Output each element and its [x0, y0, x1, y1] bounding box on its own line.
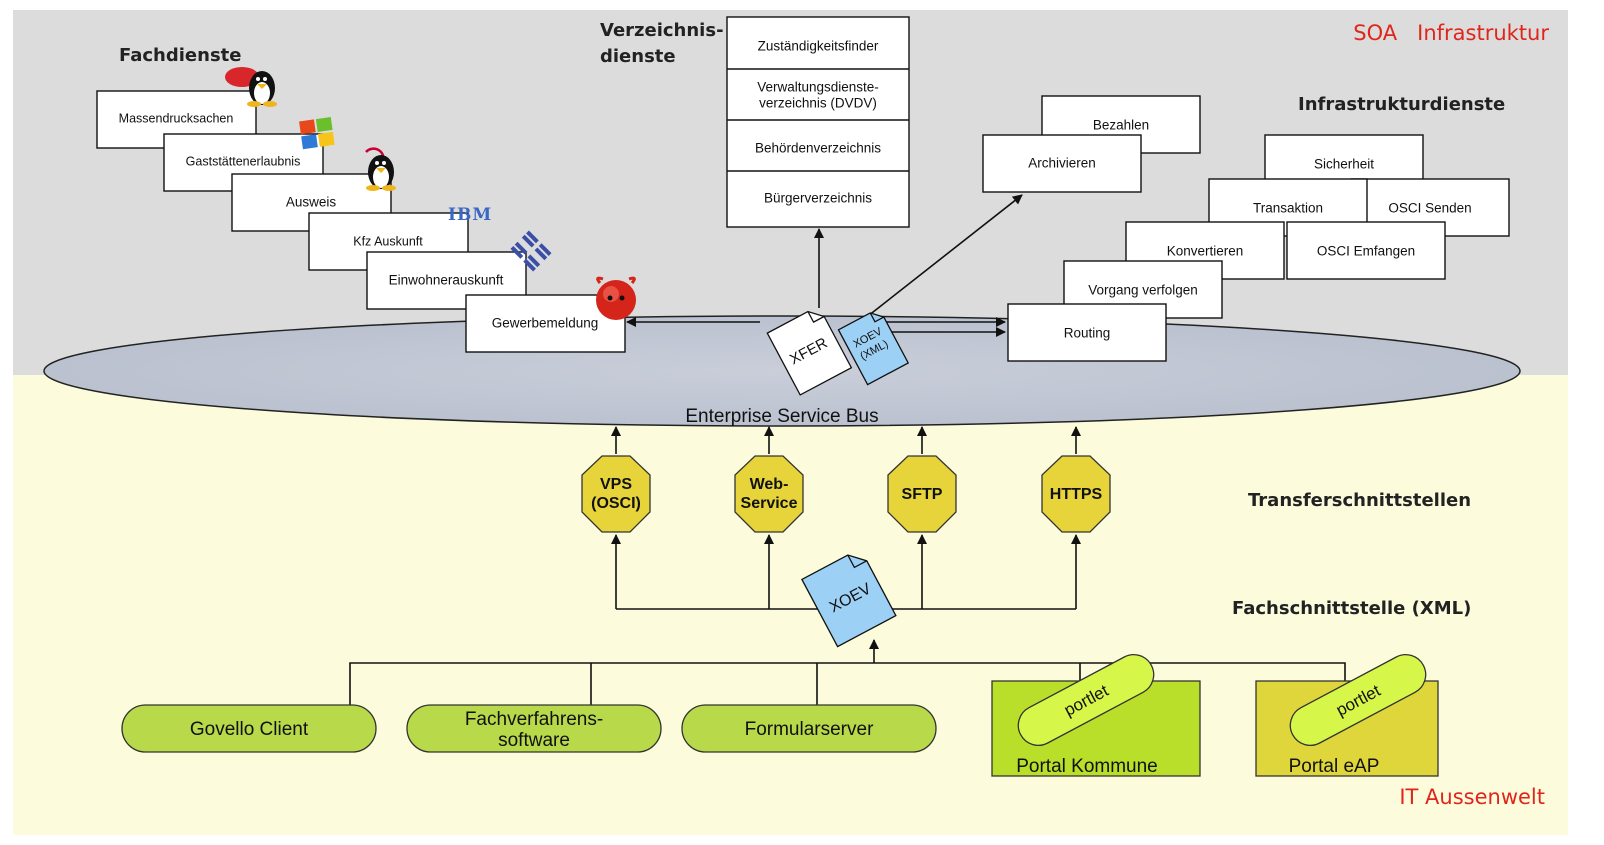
verzeichnisdienste-stack	[726, 16, 910, 228]
client-formularserver[interactable]: Formularserver	[681, 704, 937, 753]
infrastruktur-heading: Infrastrukturdienste	[1298, 94, 1505, 115]
fachverfahren-line2: software	[498, 730, 570, 751]
fachverfahren-line1: Fachverfahrens-	[465, 709, 603, 730]
windows-icon	[299, 117, 335, 150]
gaststaettenerlaubnis-label: Gaststättenerlaubnis	[186, 154, 301, 168]
gewerbemeldung-label: Gewerbemeldung	[492, 316, 599, 331]
routing-label: Routing	[1064, 326, 1111, 341]
sun-logo-icon	[510, 230, 552, 272]
transfer-web-service[interactable]: Web- Service	[734, 455, 804, 533]
vorgang-label: Vorgang verfolgen	[1088, 283, 1198, 298]
sftp-label: SFTP	[902, 486, 943, 503]
debian-linux-icon	[365, 147, 396, 191]
einwohnerauskunft-label: Einwohnerauskunft	[389, 273, 504, 288]
verzeichnis-heading-line1: Verzeichnis-	[600, 20, 724, 41]
osci-senden-label: OSCI Senden	[1388, 201, 1471, 216]
service-archivieren[interactable]: Archivieren	[982, 134, 1142, 193]
xfer-document-icon	[766, 310, 853, 396]
formularserver-label: Formularserver	[745, 719, 874, 740]
dvdv-line1[interactable]: Verwaltungsdienste-	[757, 80, 879, 95]
it-region-title: IT Aussenwelt	[1399, 785, 1545, 809]
dvdv-line2[interactable]: verzeichnis (DVDV)	[759, 96, 877, 111]
ibm-logo-icon: IBM	[448, 205, 492, 225]
freebsd-icon	[596, 276, 636, 320]
ausweis-label: Ausweis	[286, 195, 337, 210]
portal-eap-label: Portal eAP	[1289, 756, 1380, 777]
client-connector-lines	[349, 662, 1346, 705]
buergerverzeichnis[interactable]: Bürgerverzeichnis	[764, 191, 872, 206]
portlet-eap[interactable]: portlet	[1283, 648, 1432, 753]
soa-region-title: SOA Infrastruktur	[1353, 21, 1549, 45]
transfer-sftp[interactable]: SFTP	[887, 455, 957, 533]
kfz-auskunft-label: Kfz Auskunft	[353, 234, 423, 248]
fachschnitt-heading: Fachschnittstelle (XML)	[1232, 598, 1471, 619]
xoev-xml-document-icon	[837, 312, 910, 386]
transfer-https[interactable]: HTTPS	[1041, 455, 1111, 533]
behoerdenverzeichnis[interactable]: Behördenverzeichnis	[755, 141, 881, 156]
web-line2: Service	[741, 495, 798, 512]
vps-line1: VPS	[600, 476, 632, 493]
transaktion-label: Transaktion	[1253, 201, 1323, 216]
govello-label: Govello Client	[190, 719, 309, 740]
bus-label: Enterprise Service Bus	[685, 406, 878, 427]
konvertieren-label: Konvertieren	[1167, 244, 1244, 259]
service-osci-empfangen[interactable]: OSCI Emfangen	[1286, 221, 1446, 280]
service-routing[interactable]: Routing	[1007, 303, 1167, 362]
verzeichnis-heading-line2: dienste	[600, 46, 676, 67]
fachdienste-heading: Fachdienste	[119, 45, 241, 66]
bezahlen-label: Bezahlen	[1093, 118, 1149, 133]
transfer-vps-osci[interactable]: VPS (OSCI)	[581, 455, 651, 533]
xoev-document-icon[interactable]	[801, 548, 897, 648]
client-fachverfahrenssoftware[interactable]: Fachverfahrens- software	[406, 704, 662, 753]
sicherheit-label: Sicherheit	[1314, 157, 1374, 172]
osci-empfangen-label: OSCI Emfangen	[1317, 244, 1415, 259]
portlet-kommune[interactable]: portlet	[1011, 648, 1160, 753]
redhat-linux-icon	[225, 67, 277, 107]
transfer-heading: Transferschnittstellen	[1248, 490, 1471, 511]
massendrucksachen-label: Massendrucksachen	[119, 111, 234, 125]
https-label: HTTPS	[1050, 486, 1103, 503]
arrow-to-archivieren	[867, 194, 1023, 317]
archivieren-label: Archivieren	[1028, 156, 1096, 171]
web-line1: Web-	[750, 476, 789, 493]
client-govello[interactable]: Govello Client	[121, 704, 377, 753]
zustaendigkeitsfinder[interactable]: Zuständigkeitsfinder	[758, 39, 879, 54]
vps-line2: (OSCI)	[591, 495, 641, 512]
portal-kommune-label: Portal Kommune	[1016, 756, 1158, 777]
